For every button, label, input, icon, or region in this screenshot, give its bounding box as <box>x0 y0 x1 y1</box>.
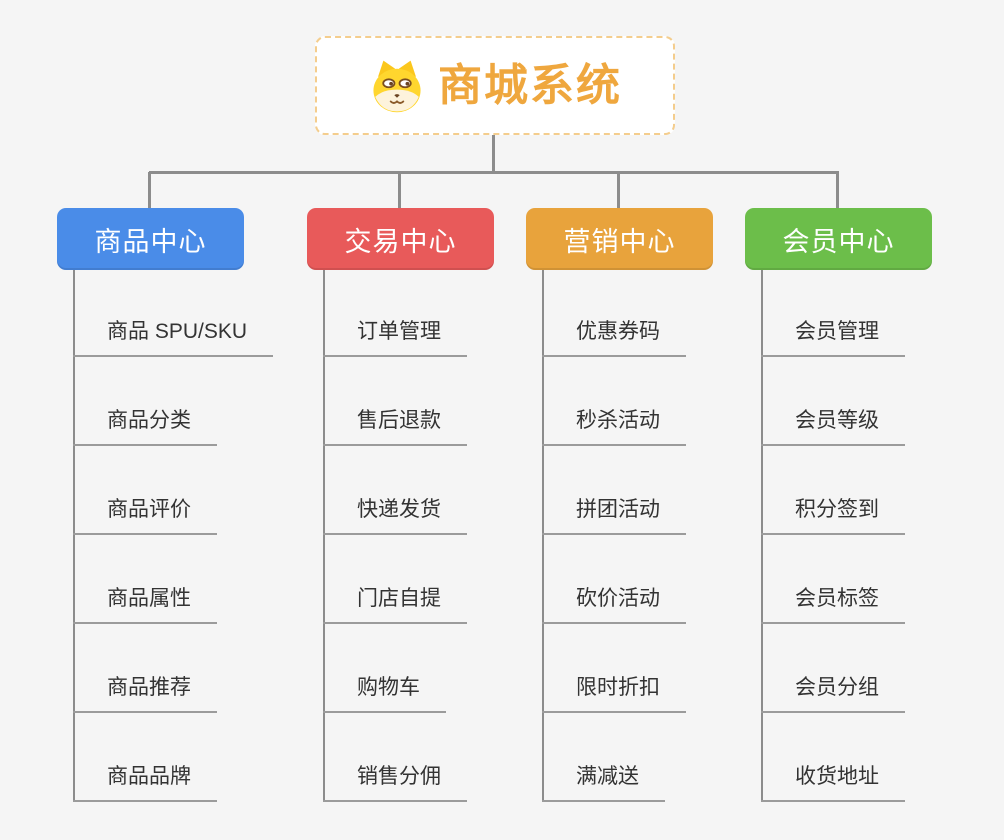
leaf-node[interactable]: 积分签到 <box>761 496 905 535</box>
leaf-node[interactable]: 会员分组 <box>761 674 905 713</box>
leaf-node[interactable]: 购物车 <box>323 674 446 713</box>
branch-node-member-center[interactable]: 会员中心 <box>745 208 932 270</box>
leaf-node[interactable]: 优惠券码 <box>542 318 686 357</box>
leaf-node[interactable]: 门店自提 <box>323 585 467 624</box>
leaf-node[interactable]: 售后退款 <box>323 407 467 446</box>
leaf-node[interactable]: 会员等级 <box>761 407 905 446</box>
leaf-node[interactable]: 商品品牌 <box>73 763 217 802</box>
branch-node-product-center[interactable]: 商品中心 <box>57 208 244 270</box>
leaf-node[interactable]: 订单管理 <box>323 318 467 357</box>
leaf-node[interactable]: 商品分类 <box>73 407 217 446</box>
branch-node-marketing-center[interactable]: 营销中心 <box>526 208 713 270</box>
connector-root-stub <box>492 133 495 173</box>
connector-branch-stub <box>398 172 401 209</box>
leaf-node[interactable]: 满减送 <box>542 763 665 802</box>
connector-branch-stub <box>836 172 839 209</box>
leaf-node[interactable]: 会员管理 <box>761 318 905 357</box>
branch-node-trade-center[interactable]: 交易中心 <box>307 208 494 270</box>
leaf-node[interactable]: 商品属性 <box>73 585 217 624</box>
leaf-node[interactable]: 商品推荐 <box>73 674 217 713</box>
leaf-node[interactable]: 会员标签 <box>761 585 905 624</box>
root-title: 商城系统 <box>438 60 622 110</box>
shiba-dog-face-icon <box>373 60 421 112</box>
leaf-node[interactable]: 商品评价 <box>73 496 217 535</box>
leaf-node[interactable]: 快递发货 <box>323 496 467 535</box>
leaf-node[interactable]: 收货地址 <box>761 763 905 802</box>
root-node[interactable]: 商城系统 <box>315 36 675 135</box>
connector-branch-stub <box>148 172 151 209</box>
leaf-node[interactable]: 商品 SPU/SKU <box>73 318 274 357</box>
connector-branch-stub <box>617 172 620 209</box>
leaf-node[interactable]: 砍价活动 <box>542 585 686 624</box>
connector-rail <box>149 171 839 174</box>
leaf-node[interactable]: 拼团活动 <box>542 496 686 535</box>
leaf-node[interactable]: 秒杀活动 <box>542 407 686 446</box>
leaf-node[interactable]: 销售分佣 <box>323 763 467 802</box>
leaf-node[interactable]: 限时折扣 <box>542 674 686 713</box>
